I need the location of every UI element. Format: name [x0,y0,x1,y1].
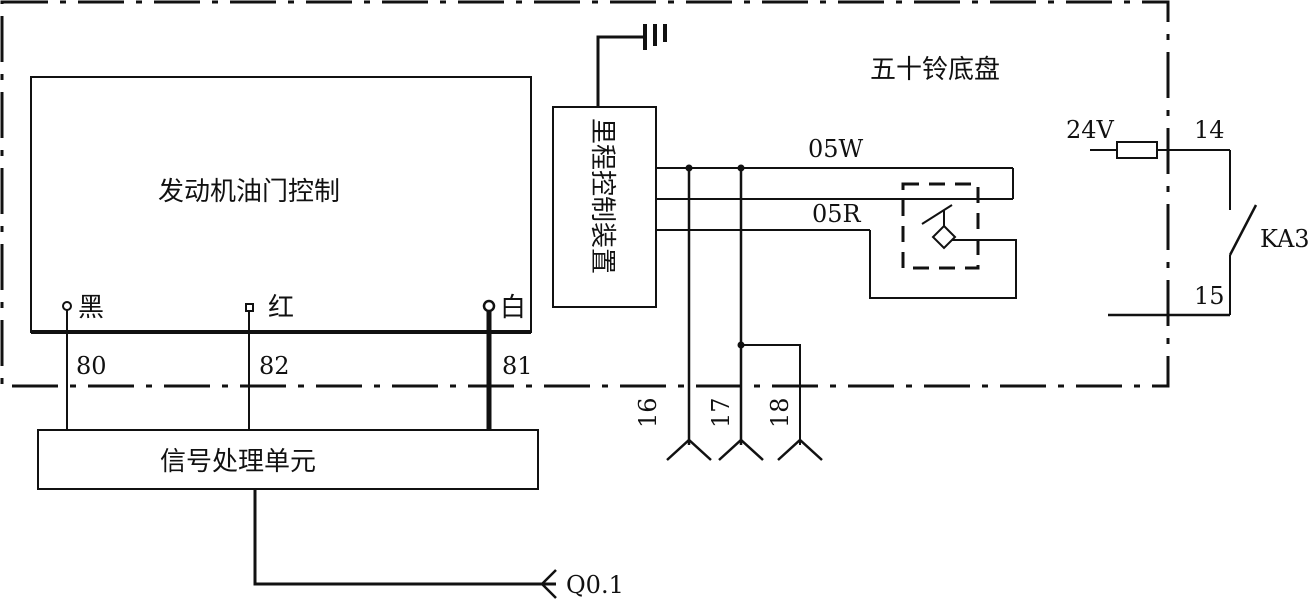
connector-16-label: 16 [634,397,662,428]
relay-ka3-label: KA3 [1260,225,1310,253]
signal-unit-label: 信号处理单元 [160,447,316,477]
output-connector [540,569,557,599]
terminal-white-label: 白 [500,293,526,323]
terminal-black-label: 黑 [78,293,104,323]
wire-05R-loop [869,230,1017,299]
terminal-black [62,301,72,311]
chassis-boundary [0,0,1170,388]
connector-18-icon [777,438,823,461]
bus-18 [741,344,801,445]
wire-05R-label: 05R [812,200,862,228]
odometer-control-box [552,106,657,308]
junction-18 [737,341,745,349]
odometer-control-label: 里程控制装置 [587,118,617,274]
wire-output [253,489,556,586]
relay-ka3-contact [1228,204,1258,256]
wire-05W-label: 05W [808,135,864,163]
terminal-14-label: 14 [1194,116,1225,144]
signal-unit-box [37,429,539,490]
terminal-15-label: 15 [1194,282,1225,310]
terminal-red [245,303,254,312]
fuse-icon [1116,141,1158,159]
sensor-diamond-icon [931,224,957,250]
engine-throttle-label: 发动机油门控制 [158,177,340,207]
connector-17-label: 17 [707,397,735,428]
supply-24v-label: 24V [1066,116,1115,144]
connector-17-icon [718,438,764,461]
ground-wire [596,35,645,107]
sensor-switch [921,204,953,225]
wire-81-label: 81 [502,352,533,380]
junction-16 [685,164,693,172]
sensor-dashed-box [901,182,980,270]
wire-82-label: 82 [259,352,290,380]
connector-16-icon [666,438,712,461]
terminal-red-label: 红 [268,293,294,323]
junction-17 [737,164,745,172]
chassis-label: 五十铃底盘 [870,55,1000,85]
output-label: Q0.1 [566,571,624,599]
wire-80-label: 80 [76,352,107,380]
terminal-white [482,299,496,313]
connector-18-label: 18 [766,397,794,428]
